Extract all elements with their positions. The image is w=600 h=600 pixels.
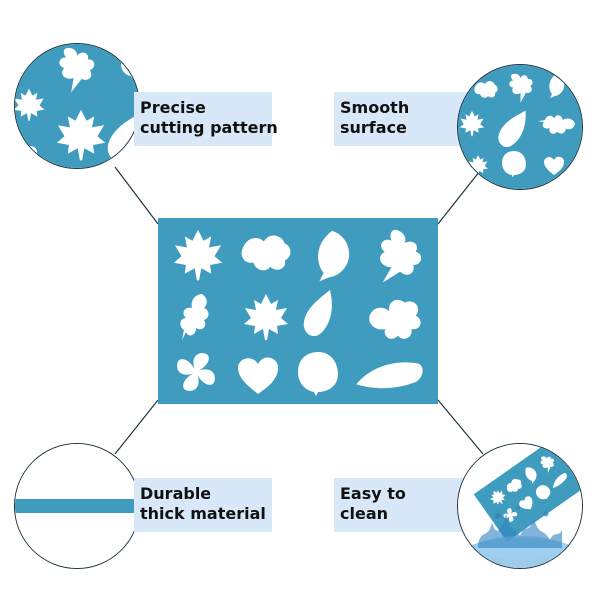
feature-label-cutting: Precise cutting pattern: [134, 92, 278, 146]
closeup-circle-thickness: [14, 443, 140, 569]
closeup-circle-surface: [457, 64, 583, 190]
feature-label-surface: Smooth surface: [334, 92, 468, 146]
thickness-cross-section-icon: [15, 444, 139, 568]
feature-label-clean-line2: clean: [340, 504, 389, 523]
feature-label-cutting-line2: cutting pattern: [140, 118, 278, 137]
leaf-pattern-closeup-icon: [458, 65, 582, 189]
closeup-circle-cutting: [14, 43, 140, 169]
leaf-stencil-template: [158, 218, 438, 404]
feature-label-durable-line1: Durable: [140, 484, 212, 503]
water-splash-icon: [458, 444, 582, 568]
feature-label-durable-line2: thick material: [140, 504, 266, 523]
feature-label-surface-line1: Smooth: [340, 98, 410, 117]
feature-label-cutting-line1: Precise: [140, 98, 206, 117]
feature-label-clean-line1: Easy to: [340, 484, 406, 503]
feature-label-durable: Durable thick material: [134, 478, 272, 532]
closeup-circle-clean: [457, 443, 583, 569]
feature-label-clean: Easy to clean: [334, 478, 468, 532]
maple-leaf-closeup-icon: [15, 44, 139, 168]
feature-label-surface-line2: surface: [340, 118, 407, 137]
